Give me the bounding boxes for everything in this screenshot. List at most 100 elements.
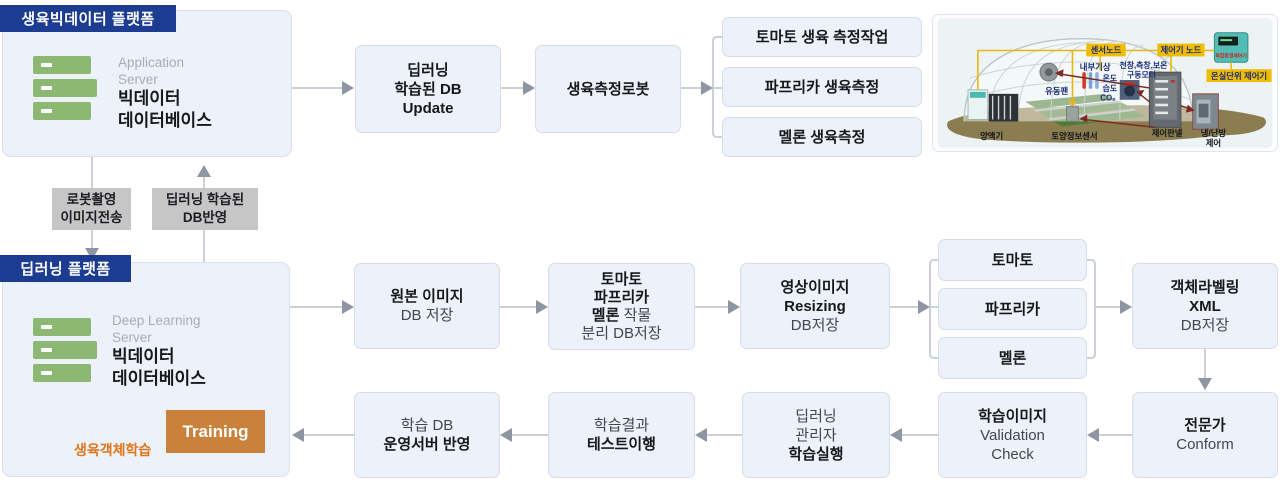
labeling-line3: DB저장 bbox=[1180, 316, 1230, 334]
app-server-icon bbox=[33, 56, 97, 120]
transfer-down-line2: 이미지전송 bbox=[60, 210, 123, 225]
dl-server-name: 빅데이터 데이터베이스 bbox=[112, 346, 206, 390]
validation-line2: Validation bbox=[980, 426, 1045, 444]
manager-line1: 딥러닝 bbox=[795, 407, 837, 425]
crop-label-tomato: 토마토 bbox=[991, 251, 1034, 269]
crop-label-melon: 멜론 bbox=[998, 349, 1027, 367]
server-bar bbox=[33, 318, 91, 336]
server-bar bbox=[33, 364, 91, 382]
control-panel-cabinet bbox=[1148, 71, 1182, 128]
task-label-tomato: 토마토 생육 측정작업 bbox=[755, 28, 889, 46]
task-box-melon: 멜론 생육측정 bbox=[722, 117, 922, 157]
expert-line1: 전문가 bbox=[1184, 417, 1226, 434]
transfer-label-db-reflect: 딥러닝 학습된 DB반영 bbox=[152, 188, 258, 230]
separate-line1: 토마토 bbox=[600, 270, 643, 288]
flow-box-crop-separate: 토마토 파프리카 멜론 작물 분리 DB저장 bbox=[548, 263, 695, 350]
sensor-node-label: 센서노드 bbox=[1091, 45, 1122, 55]
robot-label: 생육측정로봇 bbox=[566, 80, 650, 98]
original-line1: 원본 이미지 bbox=[390, 288, 464, 305]
fan bbox=[1039, 62, 1059, 82]
greenhouse-labels: 센서노드 제어기 노드 온실단위 제어기 내부기상 천창,측창,보온 구동모터 … bbox=[980, 43, 1272, 148]
server-bar bbox=[33, 79, 97, 97]
flow-box-expert-conform: 전문가 Conform bbox=[1132, 392, 1278, 478]
ground bbox=[947, 105, 1266, 143]
db-update-line1: 딥러닝 bbox=[407, 61, 449, 79]
nutrient-machine bbox=[967, 89, 1019, 122]
server-role-line2: Server bbox=[118, 72, 158, 87]
dl-server-name-line2: 데이터베이스 bbox=[112, 369, 206, 388]
fan-label: 유동팬 bbox=[1045, 86, 1068, 96]
validation-line1: 학습이미지 bbox=[977, 407, 1047, 425]
flow-box-robot: 생육측정로봇 bbox=[535, 45, 681, 133]
resize-line3: DB저장 bbox=[790, 316, 840, 334]
control-panel-label: 제어판넬 bbox=[1152, 128, 1183, 138]
greenhouse-illustration: 복합환경제어기 bbox=[932, 14, 1278, 152]
separate-line3-bold: 멜론 bbox=[591, 306, 620, 324]
server-bar bbox=[33, 102, 91, 120]
unit-controller-label-bg bbox=[1206, 69, 1272, 83]
original-line2: DB 저장 bbox=[400, 307, 454, 324]
transfer-up-line1: 딥러닝 학습된 bbox=[165, 192, 245, 207]
resize-line1: 영상이미지 bbox=[780, 278, 850, 296]
server-role-line1: Application bbox=[118, 55, 185, 70]
db-update-line3: Update bbox=[402, 99, 454, 117]
sensor-wires bbox=[977, 49, 1232, 104]
manager-line3: 학습실행 bbox=[788, 445, 844, 463]
test-line2: 테스트이행 bbox=[586, 436, 656, 453]
app-server-role: Application Server bbox=[118, 54, 184, 88]
co2-label: CO₂ bbox=[1100, 94, 1116, 103]
task-box-paprika: 파프리카 생육측정 bbox=[722, 67, 922, 107]
indoor-weather-label: 내부기상 bbox=[1080, 62, 1111, 72]
separate-line3-regular: 작물 bbox=[619, 306, 652, 324]
deploy-line2: 운영서버 반영 bbox=[383, 436, 471, 453]
crop-box-melon: 멜론 bbox=[938, 337, 1087, 379]
flow-box-xml-labeling: 객체라벨링 XML DB저장 bbox=[1132, 263, 1278, 349]
labeling-line1: 객체라벨링 bbox=[1170, 278, 1240, 296]
flow-box-training-run: 딥러닝 관리자 학습실행 bbox=[742, 392, 890, 478]
transfer-label-robot-images: 로봇촬영 이미지전송 bbox=[52, 188, 131, 230]
flow-box-validation-check: 학습이미지 Validation Check bbox=[938, 392, 1087, 478]
db-update-line2: 학습된 DB bbox=[394, 80, 462, 98]
training-box: Training bbox=[166, 410, 265, 453]
flow-box-deploy-db: 학습 DB 운영서버 반영 bbox=[354, 392, 500, 478]
separate-line3: 멜론 작물 bbox=[592, 307, 651, 325]
training-note: 생육객체학습 bbox=[74, 442, 152, 458]
control-arrowheads bbox=[1054, 69, 1195, 123]
dl-server-role-line2: Server bbox=[112, 330, 152, 345]
labeling-line2: XML bbox=[1189, 297, 1221, 315]
hvac-label-line2: 제어 bbox=[1206, 138, 1221, 148]
dl-server-role-line1: Deep Learning bbox=[112, 313, 201, 328]
platform-deep-badge: 딥러닝 플랫폼 bbox=[0, 255, 131, 282]
task-label-paprika: 파프리카 생육측정 bbox=[764, 78, 880, 96]
hvac-unit bbox=[1192, 93, 1219, 130]
task-label-melon: 멜론 생육측정 bbox=[778, 128, 866, 146]
server-name-line1: 빅데이터 bbox=[118, 89, 181, 108]
humidity-label: 습도 bbox=[1103, 83, 1118, 93]
deploy-line1: 학습 DB bbox=[400, 417, 454, 434]
nutrient-label: 양액기 bbox=[980, 131, 1003, 141]
motors-label-line2: 구동모터 bbox=[1127, 70, 1156, 80]
crop-box-tomato: 토마토 bbox=[938, 239, 1087, 281]
drive-motor bbox=[1119, 80, 1140, 100]
transfer-down-line1: 로봇촬영 bbox=[66, 192, 117, 207]
dl-server-name-line1: 빅데이터 bbox=[112, 347, 175, 366]
crop-label-paprika: 파프리카 bbox=[984, 300, 1041, 318]
expert-line2: Conform bbox=[1176, 436, 1234, 453]
resize-line2: Resizing bbox=[784, 297, 846, 315]
motors-label-line1: 천창,측창,보온 bbox=[1120, 60, 1168, 70]
sensor-node-label-bg bbox=[1086, 43, 1126, 57]
device-label: 복합환경제어기 bbox=[1215, 52, 1247, 59]
controller-node-label: 제어기 노드 bbox=[1160, 45, 1201, 55]
server-name-line2: 데이터베이스 bbox=[118, 111, 212, 130]
validation-line3: Check bbox=[991, 445, 1034, 463]
dl-server-role: Deep Learning Server bbox=[112, 312, 201, 346]
crop-box-paprika: 파프리카 bbox=[938, 288, 1087, 330]
task-box-tomato: 토마토 생육 측정작업 bbox=[722, 17, 922, 57]
manager-line2: 관리자 bbox=[795, 426, 837, 444]
server-bar bbox=[33, 341, 97, 359]
transfer-up-line2: DB반영 bbox=[182, 210, 228, 225]
flow-box-original-db: 원본 이미지 DB 저장 bbox=[354, 263, 500, 349]
temp-label: 온도 bbox=[1103, 74, 1118, 83]
flow-box-test-result: 학습결과 테스트이행 bbox=[548, 392, 695, 478]
